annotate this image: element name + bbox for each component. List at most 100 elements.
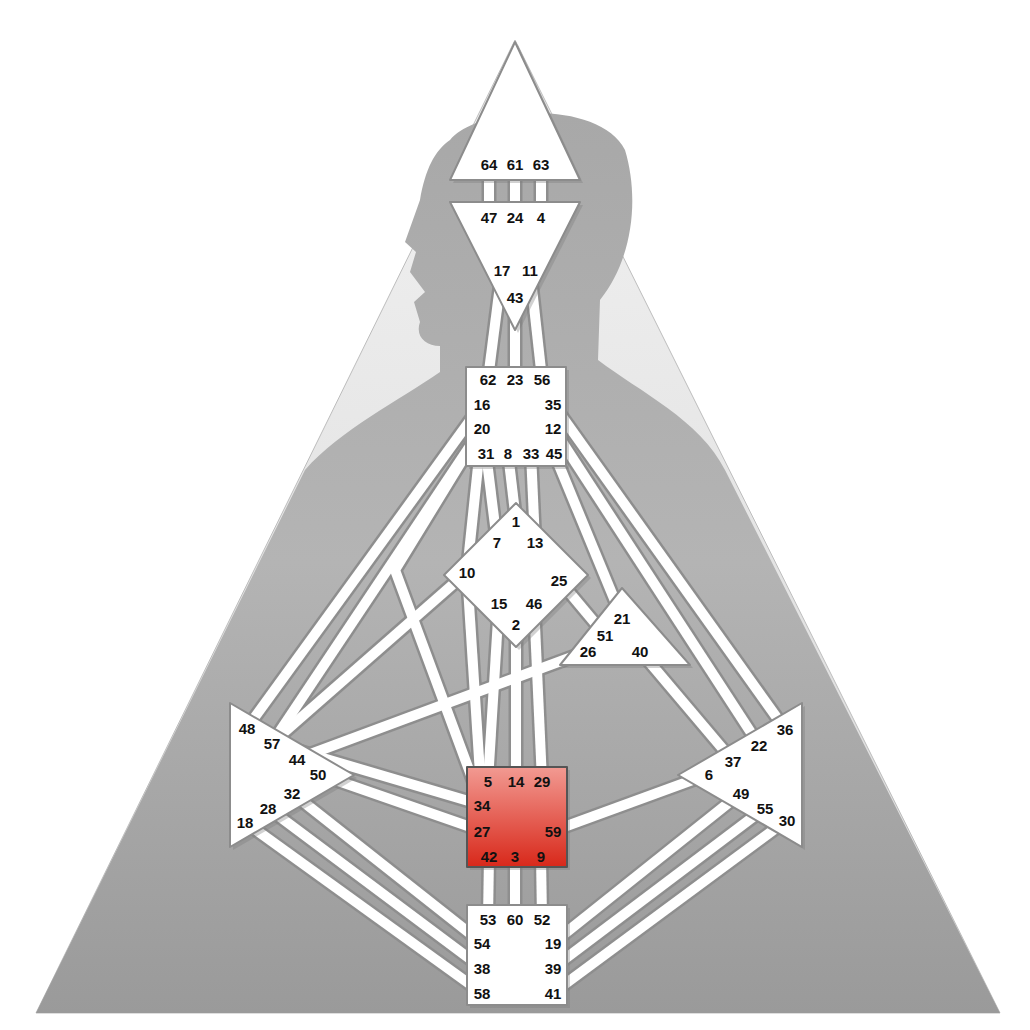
- center-outline: [450, 202, 580, 330]
- channel-outline: [553, 808, 765, 968]
- gate-number: 51: [597, 628, 614, 643]
- channel: [553, 793, 741, 943]
- gate-number: 20: [474, 421, 491, 436]
- gate-number: 10: [459, 565, 476, 580]
- gate-number: 32: [284, 786, 301, 801]
- gate-number: 35: [545, 397, 562, 412]
- gate-number: 55: [757, 801, 774, 816]
- channel-outline: [247, 404, 482, 728]
- gate-number: 15: [491, 596, 508, 611]
- gate-number: 5: [484, 774, 492, 789]
- gate-number: 64: [481, 157, 498, 172]
- center-outline: [467, 767, 567, 867]
- background-triangle: [36, 40, 1000, 1013]
- body-silhouette: [36, 113, 1000, 1013]
- sacral-center: 5 14 29 34 27 59 42 3 9: [464, 764, 570, 870]
- gate-number: 28: [260, 801, 277, 816]
- gate-number: 63: [533, 157, 550, 172]
- channel: [272, 572, 467, 743]
- gate-number: 53: [480, 912, 497, 927]
- spleen-center: 48 57 44 50 32 28 18: [227, 700, 357, 850]
- gate-number: 14: [508, 774, 525, 789]
- center-shape: [557, 585, 693, 668]
- gate-number: 24: [507, 210, 524, 225]
- gate-number: 42: [481, 849, 498, 864]
- head-center: 64 61 63: [447, 39, 583, 183]
- gate-number: 57: [264, 736, 281, 751]
- channel: [553, 808, 765, 968]
- channel-outline: [553, 428, 759, 745]
- channel: [553, 428, 759, 745]
- gate-number: 41: [545, 986, 562, 1001]
- channel-outline: [268, 808, 482, 968]
- gate-number: 54: [474, 936, 491, 951]
- gate-number: 23: [507, 372, 524, 387]
- gate-number: 34: [474, 798, 491, 813]
- gate-number: 40: [632, 644, 649, 659]
- gate-number: 3: [511, 849, 519, 864]
- center-outline: [444, 503, 588, 647]
- channel-outline: [553, 774, 709, 831]
- ajna-center: 47 24 4 17 11 43: [447, 199, 583, 333]
- gate-number: 50: [310, 767, 327, 782]
- gate-number: 8: [504, 446, 512, 461]
- gate-number: 29: [534, 774, 551, 789]
- gate-number: 52: [534, 912, 551, 927]
- gate-number: 45: [546, 446, 563, 461]
- gate-number: 13: [527, 535, 544, 550]
- gate-number: 60: [507, 912, 524, 927]
- gate-number: 49: [733, 786, 750, 801]
- channel: [268, 808, 482, 968]
- gate-number: 18: [237, 815, 254, 830]
- gate-number: 62: [480, 372, 497, 387]
- gate-number: 46: [526, 596, 543, 611]
- center-outline: [560, 588, 690, 665]
- gate-number: 47: [481, 210, 498, 225]
- gate-number: 37: [725, 754, 742, 769]
- gate-number: 36: [777, 722, 794, 737]
- gate-number: 2: [512, 617, 520, 632]
- gate-number: 19: [545, 936, 562, 951]
- gate-number: 9: [537, 849, 545, 864]
- gate-number: 27: [474, 824, 491, 839]
- gate-number: 25: [551, 573, 568, 588]
- center-outline: [450, 42, 580, 180]
- g-center: 17 13 10 25 15 46 2: [441, 500, 591, 650]
- solar-plexus-center: 36 22 37 6 49 55 30: [675, 700, 805, 850]
- root-center: 53 60 52 54 19 38 39 58 41: [464, 902, 570, 1008]
- gate-number: 6: [705, 767, 713, 782]
- channel: [395, 428, 482, 805]
- channel: [553, 774, 709, 831]
- gate-number: 33: [523, 446, 540, 461]
- gate-number: 1: [512, 514, 520, 529]
- gate-number: 39: [545, 961, 562, 976]
- center-outline: [466, 367, 566, 466]
- gate-number: 58: [474, 986, 491, 1001]
- center-outline: [467, 905, 567, 1005]
- gate-number: 17: [494, 263, 511, 278]
- gate-number: 11: [522, 263, 538, 278]
- gate-number: 21: [614, 611, 631, 626]
- gate-number: 59: [545, 824, 562, 839]
- gate-number: 4: [537, 210, 545, 225]
- gate-number: 7: [493, 535, 501, 550]
- channel: [292, 793, 482, 943]
- gate-number: 38: [474, 961, 491, 976]
- gate-number: 48: [239, 721, 256, 736]
- gate-number: 56: [534, 372, 551, 387]
- gate-number: 12: [545, 421, 562, 436]
- gate-number: 61: [507, 157, 524, 172]
- gate-number: 43: [507, 290, 524, 305]
- gate-number: 16: [474, 397, 491, 412]
- gate-number: 26: [580, 644, 597, 659]
- gate-number: 30: [779, 813, 796, 828]
- center-outline: [678, 703, 802, 847]
- center-outline: [230, 703, 354, 847]
- gate-number: 22: [751, 738, 768, 753]
- gate-number: 31: [478, 446, 495, 461]
- channel: [297, 651, 588, 759]
- throat-center: 62 23 56 16 35 20 12 31 8 33 45: [463, 364, 569, 469]
- gate-number: 44: [289, 752, 306, 767]
- heart-center: 215126 40: [557, 585, 693, 668]
